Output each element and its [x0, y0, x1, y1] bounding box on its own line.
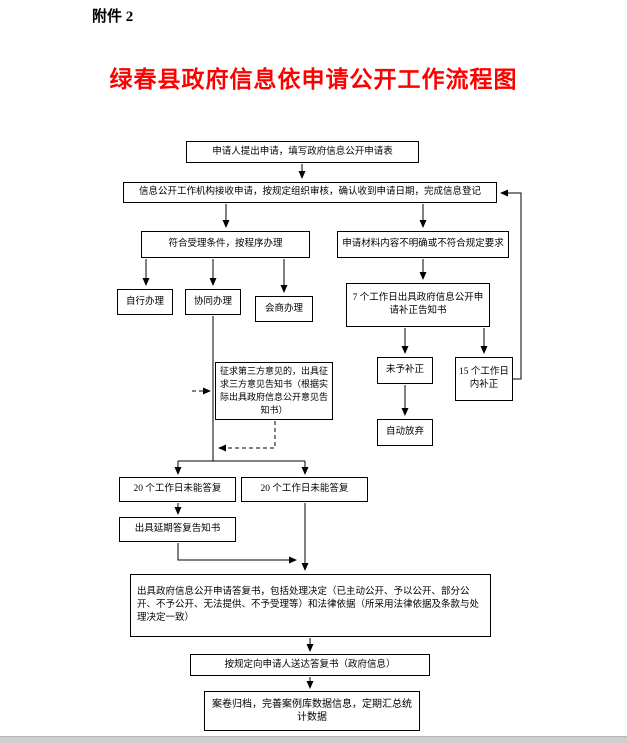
flow-box-extension-reply-notice: 出具延期答复告知书 [119, 517, 236, 542]
page-bottom-edge [0, 736, 627, 743]
flow-box-archive-statistics: 案卷归档，完善案例库数据信息，定期汇总统计数据 [204, 691, 420, 731]
flow-box-20-days-no-reply-center: 20 个工作日未能答复 [241, 477, 368, 502]
arrow-extension-merge [177, 543, 297, 564]
flow-box-unclear-materials: 申请材料内容不明确或不符合规定要求 [337, 231, 509, 258]
page-title: 绿春县政府信息依申请公开工作流程图 [109, 67, 518, 92]
attachment-label: 附件 2 [92, 9, 134, 25]
flow-box-correction-within-15-days: 15 个工作日内补正 [455, 357, 513, 401]
flow-box-automatic-abandonment: 自动放弃 [377, 419, 433, 446]
flow-box-supplement-correction-notice: 7 个工作日出具政府信息公开申请补正告知书 [346, 283, 490, 327]
flow-box-meets-acceptance-conditions: 符合受理条件，按程序办理 [141, 231, 310, 258]
flow-box-no-correction: 未予补正 [377, 357, 433, 384]
dashed-arrow-third-party-return [218, 421, 276, 452]
flow-box-consultation-handling: 会商办理 [255, 296, 313, 322]
flow-box-20-days-no-reply-left: 20 个工作日未能答复 [119, 477, 236, 502]
flow-box-deliver-reply: 按规定向申请人送达答复书（政府信息） [190, 654, 430, 676]
flow-box-reply-decision: 出具政府信息公开申请答复书，包括处理决定（已主动公开、予以公开、部分公开、不予公… [130, 574, 491, 637]
arrow-correction-feedback [500, 189, 522, 380]
flow-box-collaborative-handling: 协同办理 [185, 289, 241, 315]
flow-box-self-handling: 自行办理 [117, 289, 173, 315]
flow-box-receive-and-register: 信息公开工作机构接收申请，按规定组织审核，确认收到申请日期，完成信息登记 [123, 182, 497, 203]
flow-box-third-party-opinion: 征求第三方意见的，出具征求三方意见告知书（根据实际出具政府信息公开意见告知书） [215, 362, 333, 420]
flow-box-submit-application: 申请人提出申请，填写政府信息公开申请表 [186, 141, 419, 163]
